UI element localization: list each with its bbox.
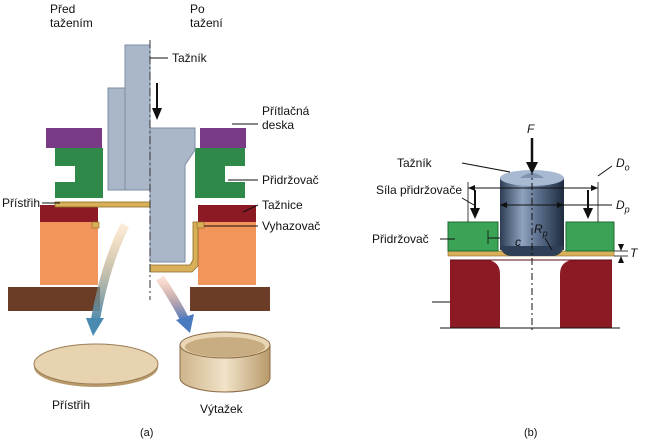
output-arrow-blank [90, 222, 130, 323]
label-Dp-sub: p [624, 204, 630, 215]
label-holder-force: Síla přidržovače [375, 183, 462, 197]
label-before-drawing: Před tažením [50, 2, 93, 30]
punch-neck [107, 87, 126, 191]
dim-Do-arrow-left [468, 185, 475, 191]
label-part-cup: Výtažek [200, 402, 243, 416]
label-blank: Přístřih [2, 196, 41, 210]
right-base-block [190, 287, 270, 311]
holder-left [447, 221, 499, 252]
dim-T-arrow-top [618, 244, 624, 251]
label-Rp: Rp [534, 222, 548, 240]
right-die-ring [198, 205, 256, 222]
left-base-block [8, 287, 100, 311]
dim-Dp-arrow-left [500, 202, 507, 208]
label-ejector: Vyhazovač [262, 219, 321, 233]
motion-arrow-head [152, 108, 162, 120]
holder-force-left-head [470, 208, 480, 219]
caption-a: (a) [140, 427, 154, 439]
label-Rp-sub: p [542, 228, 548, 239]
right-pressure-plate [200, 128, 246, 148]
holder-force-right-head [583, 208, 593, 219]
label-force: F [527, 122, 535, 136]
label-pressure-plate: Přítlačná deska [262, 104, 310, 132]
output-arrow-cup-head [176, 314, 194, 333]
right-blank-holder [195, 148, 245, 198]
left-pressure-plate [46, 128, 102, 148]
label-c: c [515, 235, 521, 249]
die-right [560, 260, 612, 328]
output-arrow-blank-head [86, 318, 104, 336]
punch-top-notch [520, 173, 544, 178]
die-left [450, 260, 500, 328]
right-assembly [432, 138, 628, 330]
blank-disc [33, 343, 159, 385]
label-blank-holder: Přidržovač [262, 173, 319, 187]
label-b-holder: Přidržovač [372, 232, 429, 246]
left-blank-holder [55, 148, 103, 198]
cup-inner [185, 337, 265, 357]
ejector-right [196, 221, 205, 229]
right-die-block [198, 222, 256, 285]
label-Do-main: D [616, 156, 625, 170]
dim-Dp-arrow-right [557, 202, 564, 208]
leader-b-force [461, 197, 475, 206]
label-part-blank: Přístřih [52, 398, 91, 412]
punch-nose [500, 246, 564, 256]
left-assembly [8, 40, 271, 393]
left-die-block [40, 222, 98, 285]
label-Do-sub: o [624, 162, 630, 173]
label-punch: Tažník [172, 51, 207, 65]
dim-Rp [544, 237, 553, 251]
label-T: T [630, 246, 638, 260]
label-Rp-main: R [534, 222, 543, 236]
label-Dp: Dp [616, 198, 630, 216]
output-arrow-cup [156, 275, 190, 323]
force-arrow-head [526, 162, 538, 174]
blank-strip [54, 201, 151, 208]
label-after-drawing: Po tažení [190, 2, 223, 30]
left-die-ring [40, 205, 98, 222]
label-b-punch: Tažník [397, 156, 432, 170]
dim-Do-arrow-right [591, 185, 598, 191]
die-bore [500, 274, 560, 328]
ejector-left [91, 221, 100, 229]
caption-b: (b) [524, 427, 538, 439]
label-die: Tažnice [262, 198, 303, 212]
punch-before [124, 44, 151, 191]
leader-die [242, 204, 259, 213]
leader-b-Do [597, 165, 613, 177]
label-Do: Do [616, 156, 630, 174]
leader-b-punch [461, 162, 511, 173]
punch-after [149, 127, 196, 263]
holder-right [565, 221, 615, 252]
label-Dp-main: D [616, 198, 625, 212]
dim-T-arrow-bottom [618, 256, 624, 263]
